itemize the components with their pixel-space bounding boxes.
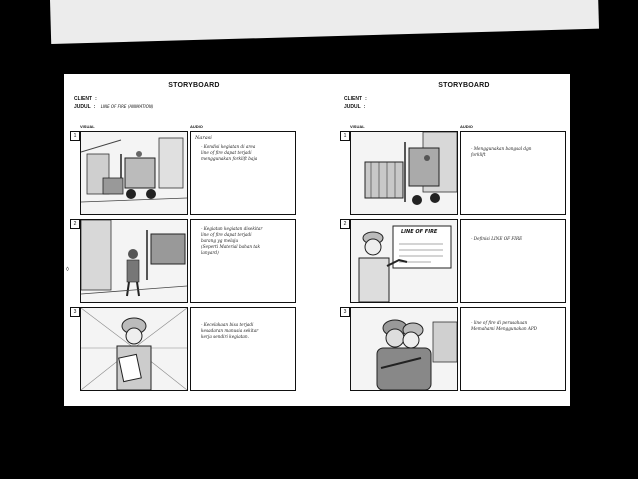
panel-audio: - line of fire di perusahaan Memahami Me…	[460, 307, 566, 391]
panel-audio: - Definisi LINE OF FIRE	[460, 219, 566, 303]
panel-sketch-warehouse-worker	[80, 219, 188, 303]
panel-sketch-worker-checklist	[80, 307, 188, 391]
panel-row: 3 - line of fire di perusahaan Memahami …	[340, 307, 566, 391]
panel-number: 1	[340, 131, 350, 141]
storyboard-page-right: STORYBOARD CLIENT: JUDUL: VISUAL AUDIO 1	[334, 74, 570, 406]
storyboard-sheet: STORYBOARD CLIENT: JUDUL: LINE OF FIRE (…	[64, 74, 570, 406]
panel-sketch-workers-hug	[350, 307, 458, 391]
audio-header: AUDIO	[460, 124, 473, 129]
panel-row: 3 - Kecelakaan bisa terjadi kesadar	[70, 307, 296, 391]
audio-note: - Menggunakan bangsal dgn forklift	[471, 146, 532, 157]
panel-row: 1 - Menggunakan b	[340, 131, 566, 215]
judul-line: JUDUL:	[344, 104, 366, 110]
panel-number: 2	[340, 219, 350, 229]
board-text: LINE OF FIRE	[401, 229, 438, 235]
audio-note: - Kondisi kegiatan di area line of fire …	[201, 144, 258, 161]
judul-value: LINE OF FIRE (ANIMATION)	[100, 104, 154, 109]
audio-note: - Kecelakaan bisa terjadi kesadaran manu…	[201, 322, 259, 339]
panel-audio: Narasi - Kondisi kegiatan di area line o…	[190, 131, 296, 215]
panel-number: 2	[70, 219, 80, 229]
storyboard-page-left: STORYBOARD CLIENT: JUDUL: LINE OF FIRE (…	[64, 74, 300, 406]
panel-sketch-presenter-board: LINE OF FIRE	[350, 219, 458, 303]
client-label: CLIENT	[344, 96, 363, 102]
page-title: STORYBOARD	[168, 82, 220, 89]
panel-row: 1 Narasi - Kondisi kegia	[70, 131, 296, 215]
judul-label: JUDUL	[74, 104, 91, 110]
panel-row: 2 ◊ - Kegiatan kegiatan disekitar line o…	[66, 219, 296, 303]
panel-number: 3	[340, 307, 350, 317]
side-mark: ◊	[66, 267, 69, 273]
client-line: CLIENT:	[344, 96, 367, 102]
panel-number: 3	[70, 307, 80, 317]
audio-note: - line of fire di perusahaan Memahami Me…	[471, 320, 538, 331]
panel-row: 2 LINE OF FIRE - Definisi LINE	[340, 219, 566, 303]
paper-strip	[50, 0, 600, 44]
judul-label: JUDUL	[344, 104, 361, 110]
page-title: STORYBOARD	[438, 82, 490, 89]
panel-sketch-forklift-crate	[350, 131, 458, 215]
visual-header: VISUAL	[80, 124, 95, 129]
client-line: CLIENT:	[74, 96, 97, 102]
panel-audio: - Kecelakaan bisa terjadi kesadaran manu…	[190, 307, 296, 391]
audio-note: - Definisi LINE OF FIRE	[471, 236, 523, 241]
panel-audio: - Menggunakan bangsal dgn forklift	[460, 131, 566, 215]
audio-header: AUDIO	[190, 124, 203, 129]
panel-number: 1	[70, 131, 80, 141]
visual-header: VISUAL	[350, 124, 365, 129]
audio-note: - Kegiatan kegiatan disekitar line of fi…	[201, 226, 263, 255]
panel-sketch-forklift	[80, 131, 188, 215]
judul-line: JUDUL: LINE OF FIRE (ANIMATION)	[74, 104, 154, 110]
panel-audio: - Kegiatan kegiatan disekitar line of fi…	[190, 219, 296, 303]
audio-heading: Narasi	[195, 135, 212, 141]
client-label: CLIENT	[74, 96, 93, 102]
